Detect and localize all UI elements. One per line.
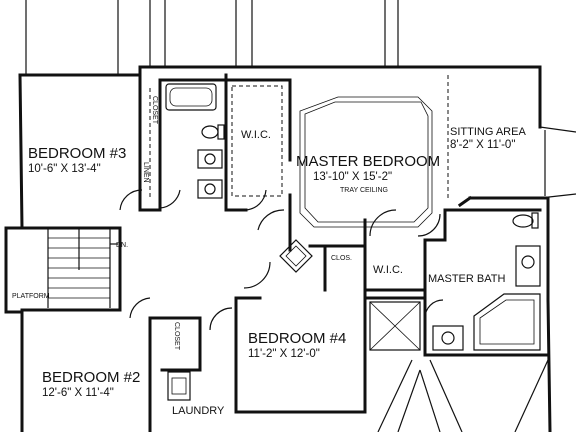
bottom-roof-lines: [377, 359, 549, 432]
laundry-label: LAUNDRY: [172, 405, 225, 417]
tray-ceiling-outline: [299, 96, 433, 228]
laundry-machine-panel: [171, 377, 187, 395]
master-bath-name: MASTER BATH: [428, 273, 505, 285]
bedroom4-dims: 11'-2" X 12'-0": [248, 348, 320, 360]
wic-master-area: [231, 85, 283, 197]
clos-closet: [279, 239, 313, 273]
laundry-machine: [167, 371, 191, 401]
clos-label: CLOS.: [331, 255, 352, 262]
closet-bed3-label: CLOSET: [151, 96, 158, 125]
wic-bath-label: W.I.C.: [373, 264, 403, 276]
bath-fixtures: [149, 83, 225, 200]
bedroom3-name: BEDROOM #3: [28, 145, 126, 162]
bedroom3-dims: 10'-6" X 13'-4": [28, 163, 101, 175]
tray-ceiling-inner: [304, 101, 429, 223]
linen-label: LINEN: [142, 162, 149, 183]
bedroom4-name: BEDROOM #4: [248, 330, 346, 347]
closet-bed2-label: CLOSET: [173, 322, 180, 351]
staircase: [47, 228, 118, 308]
roof-lines: [25, 0, 399, 74]
master-bath-fixtures: [369, 212, 541, 351]
wic-master-label: W.I.C.: [241, 129, 271, 141]
master-bedroom-dims: 13'-10" X 15'-2": [313, 171, 392, 183]
interior-walls: [18, 73, 550, 432]
platform-label: PLATFORM: [12, 293, 50, 300]
doors: [119, 189, 444, 331]
tray-ceiling-note: TRAY CEILING: [340, 187, 388, 194]
dn-label: DN.: [116, 242, 128, 249]
bay-window: [539, 126, 576, 199]
bedroom2-dims: 12'-6" X 11'-4": [42, 387, 114, 399]
master-bedroom-name: MASTER BEDROOM: [296, 153, 440, 170]
sitting-area-name: SITTING AREA: [450, 126, 526, 138]
bedroom2-name: BEDROOM #2: [42, 369, 140, 386]
sitting-area-dims: 8'-2" X 11'-0": [450, 139, 515, 151]
